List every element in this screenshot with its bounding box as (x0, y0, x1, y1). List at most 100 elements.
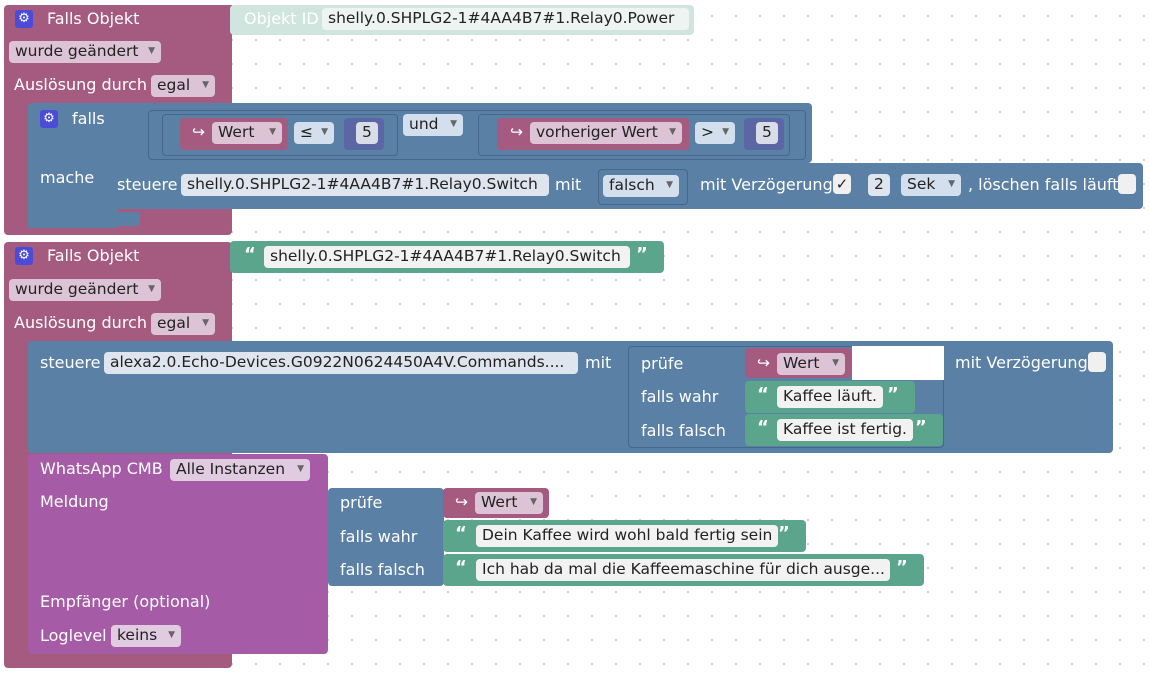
quote-close-icon: ” (887, 384, 899, 405)
false-text-field[interactable]: Kaffee ist fertig. (777, 419, 913, 441)
chevron-down-icon: ▼ (297, 464, 304, 474)
objekt-id-field[interactable]: shelly.0.SHPLG2-1#4AA4B7#1.Relay0.Power (322, 8, 689, 30)
number-value-2[interactable]: 5 (756, 122, 778, 144)
loglevel-value: keins (117, 626, 158, 644)
variable-dropdown-4[interactable]: ↪ Wert ▼ (455, 492, 543, 514)
quote-close-icon: ” (778, 523, 790, 544)
instance-dropdown[interactable]: Alle Instanzen ▼ (170, 459, 310, 481)
chevron-down-icon: ▼ (148, 46, 155, 56)
if-block-foot (28, 212, 140, 226)
trigger-dropdown[interactable]: egal ▼ (151, 313, 215, 335)
clear-checkbox[interactable] (1118, 174, 1136, 194)
true-label: falls wahr (641, 387, 719, 406)
changed-dropdown[interactable]: wurde geändert▼ (9, 279, 161, 301)
trigger-dropdown[interactable]: egal ▼ (151, 75, 215, 97)
changed-label: wurde geändert (15, 280, 139, 298)
delay-checkbox[interactable] (1088, 352, 1106, 372)
variable-name: Wert (218, 123, 255, 141)
event-block-1-header-right (222, 5, 232, 35)
gear-icon[interactable]: ⚙ (40, 110, 58, 128)
chevron-down-icon: ▼ (269, 127, 276, 137)
delay-label: mit Verzögerung (700, 175, 833, 194)
false-text-field[interactable]: Ich hab da mal die Kaffeemaschine für di… (476, 559, 890, 581)
chevron-down-icon: ▼ (669, 127, 676, 137)
chevron-down-icon: ▼ (832, 358, 839, 368)
delay-value-field[interactable]: 2 (868, 174, 890, 196)
objekt-id-label: Objekt ID (244, 9, 319, 28)
variable-icon: ↪ (192, 123, 205, 141)
trigger-value: egal (157, 76, 191, 94)
operator-dropdown-1[interactable]: ≤▼ (294, 122, 334, 144)
delay-unit-dropdown[interactable]: Sek ▼ (901, 174, 961, 196)
variable-icon: ↪ (757, 354, 770, 372)
variable-name: vorheriger Wert (536, 123, 658, 141)
false-label: falls falsch (340, 560, 425, 579)
gear-icon[interactable]: ⚙ (15, 10, 33, 28)
and-dropdown[interactable]: und ▼ (403, 114, 463, 136)
true-text-field[interactable]: Kaffee läuft. (777, 386, 883, 408)
chevron-down-icon: ▼ (321, 127, 328, 137)
operator-dropdown-2[interactable]: >▼ (695, 122, 735, 144)
trigger-label: Auslösung durch (14, 75, 147, 94)
variable-dropdown-2[interactable]: ↪ vorheriger Wert ▼ (510, 122, 682, 144)
control-label: steuere (117, 175, 178, 194)
true-text-field[interactable]: Dein Kaffee wird wohl bald fertig sein (476, 525, 779, 547)
operator-value: ≤ (300, 123, 313, 141)
chevron-down-icon: ▼ (202, 80, 209, 90)
whatsapp-block[interactable] (28, 454, 328, 654)
recipient-label: Empfänger (optional) (40, 592, 211, 611)
control-label: steuere (40, 353, 101, 372)
and-label: und (409, 115, 439, 133)
delay-checkbox[interactable]: ✓ (833, 174, 851, 194)
variable-icon: ↪ (510, 123, 523, 141)
quote-open-icon: “ (757, 417, 769, 438)
variable-dropdown-3[interactable]: ↪ Wert ▼ (757, 353, 845, 375)
number-value-1[interactable]: 5 (356, 122, 378, 144)
instance-value: Alle Instanzen (176, 460, 286, 478)
changed-label: wurde geändert (15, 42, 139, 60)
delay-unit: Sek (907, 175, 936, 193)
chevron-down-icon: ▼ (202, 318, 209, 328)
variable-name: Wert (481, 493, 518, 511)
trigger-value: egal (157, 314, 191, 332)
delay-label: mit Verzögerung (955, 353, 1088, 372)
control-object-field[interactable]: shelly.0.SHPLG2-1#4AA4B7#1.Relay0.Switch (181, 174, 549, 196)
whatsapp-label: WhatsApp CMB (40, 459, 163, 478)
event-title: Falls Objekt (47, 246, 140, 265)
string-object-field[interactable]: shelly.0.SHPLG2-1#4AA4B7#1.Relay0.Switch (264, 246, 630, 268)
check-label: prüfe (641, 354, 684, 373)
boolean-value: falsch (609, 176, 655, 194)
ternary-block-1-gap (852, 346, 944, 380)
true-label: falls wahr (340, 527, 418, 546)
quote-close-icon: ” (896, 557, 908, 578)
event-title: Falls Objekt (47, 9, 140, 28)
chevron-down-icon: ▼ (722, 127, 729, 137)
chevron-down-icon: ▼ (530, 497, 537, 507)
changed-dropdown[interactable]: wurde geändert ▼ (9, 41, 161, 63)
quote-open-icon: “ (757, 384, 769, 405)
false-label: falls falsch (641, 421, 726, 440)
then-label: mache (40, 168, 95, 187)
control-object-field[interactable]: alexa2.0.Echo-Devices.G0922N0624450A4V.C… (104, 352, 578, 374)
quote-close-icon: ” (915, 417, 927, 438)
quote-open-icon: “ (244, 244, 256, 265)
variable-dropdown-1[interactable]: ↪ Wert ▼ (192, 122, 282, 144)
chevron-down-icon: ▼ (450, 119, 457, 129)
quote-close-icon: ” (636, 244, 648, 265)
gear-icon[interactable]: ⚙ (15, 247, 33, 265)
variable-icon: ↪ (455, 493, 468, 511)
clear-label: , löschen falls läuft (968, 175, 1119, 194)
trigger-label: Auslösung durch (14, 313, 147, 332)
ternary-block-2[interactable] (328, 488, 444, 586)
quote-open-icon: “ (455, 523, 467, 544)
control-with-label: mit (585, 353, 612, 372)
operator-value: > (701, 123, 714, 141)
boolean-dropdown[interactable]: falsch▼ (603, 175, 679, 197)
chevron-down-icon: ▼ (948, 179, 955, 189)
loglevel-dropdown[interactable]: keins▼ (111, 625, 181, 647)
control-with-label: mit (555, 175, 582, 194)
quote-open-icon: “ (455, 557, 467, 578)
if-label: falls (72, 109, 105, 128)
loglevel-label: Loglevel (40, 626, 107, 645)
variable-name: Wert (783, 354, 820, 372)
